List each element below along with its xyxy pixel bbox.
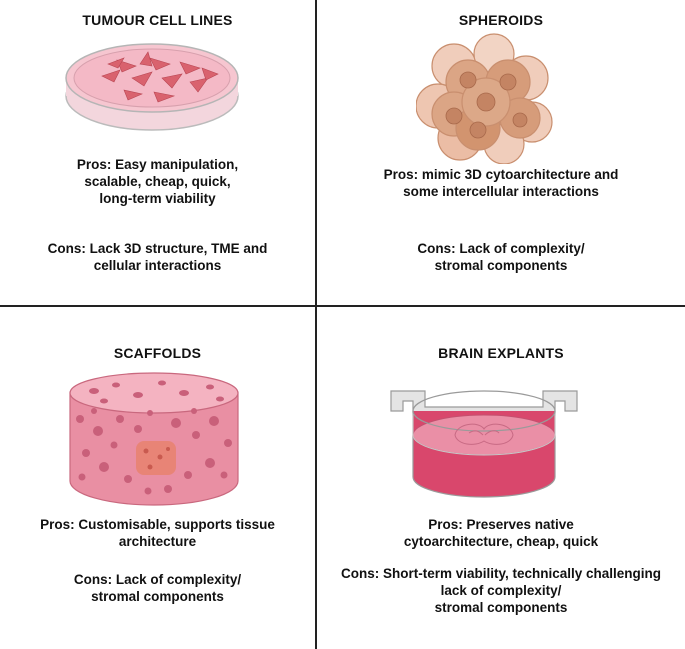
panel-title: TUMOUR CELL LINES [82, 12, 233, 28]
panel-title: BRAIN EXPLANTS [438, 345, 564, 361]
pros-text: Pros: Preserves native cytoarchitecture,… [317, 516, 685, 550]
cons-line: lack of complexity/ [440, 583, 562, 598]
cons-line: Cons: Lack of complexity/ [73, 572, 242, 587]
cons-line: Cons: Lack 3D structure, TME and [47, 241, 268, 256]
pros-line: Pros: Preserves native [428, 517, 574, 532]
panel-tumour-cell-lines: TUMOUR CELL LINES Pros: Easy manipulatio… [0, 0, 315, 305]
spheroid-icon [416, 33, 553, 164]
horizontal-divider [0, 305, 685, 307]
vertical-divider [315, 0, 317, 649]
cons-line: cellular interactions [93, 258, 222, 273]
pros-line: long-term viability [99, 191, 216, 206]
panel-brain-explants: BRAIN EXPLANTS Pros: Preserves native cy… [317, 307, 685, 649]
panel-title: SPHEROIDS [458, 12, 544, 28]
cons-line: stromal components [91, 589, 224, 604]
cons-line: stromal components [434, 258, 568, 273]
brain-slice [454, 423, 514, 445]
cons-text: Cons: Lack of complexity/ stromal compon… [0, 571, 315, 605]
pros-line: architecture [118, 534, 197, 549]
panel-scaffolds: SCAFFOLDS Pros: Customisable, supports t… [0, 307, 315, 649]
pros-line: some intercellular interactions [403, 184, 599, 199]
cons-line: Cons: Lack of complexity/ [417, 241, 585, 256]
pros-text: Pros: Customisable, supports tissue arch… [0, 516, 315, 550]
cons-line: Cons: Short-term viability, technically … [340, 566, 662, 581]
petri-dish-icon [65, 43, 239, 131]
pros-line: Pros: Easy manipulation, [76, 157, 239, 172]
scaffold-icon [69, 372, 239, 506]
pros-line: Pros: mimic 3D cytoarchitecture and [383, 167, 619, 182]
pros-line: scalable, cheap, quick, [84, 174, 231, 189]
pros-text: Pros: mimic 3D cytoarchitecture and some… [317, 166, 685, 200]
cons-text: Cons: Lack of complexity/ stromal compon… [317, 240, 685, 274]
pros-text: Pros: Easy manipulation, scalable, cheap… [0, 156, 315, 207]
panel-title: SCAFFOLDS [113, 345, 202, 361]
cons-text: Cons: Lack 3D structure, TME and cellula… [0, 240, 315, 274]
pros-line: Pros: Customisable, supports tissue [40, 517, 275, 532]
cell-cluster [101, 51, 219, 103]
culture-insert-icon [390, 390, 578, 498]
cons-text: Cons: Short-term viability, technically … [317, 565, 685, 616]
panel-spheroids: SPHEROIDS Pros: mimic 3D cytoarchi [317, 0, 685, 305]
cons-line: stromal components [434, 600, 568, 615]
pros-line: cytoarchitecture, cheap, quick [403, 534, 599, 549]
cell-patch [136, 441, 176, 475]
